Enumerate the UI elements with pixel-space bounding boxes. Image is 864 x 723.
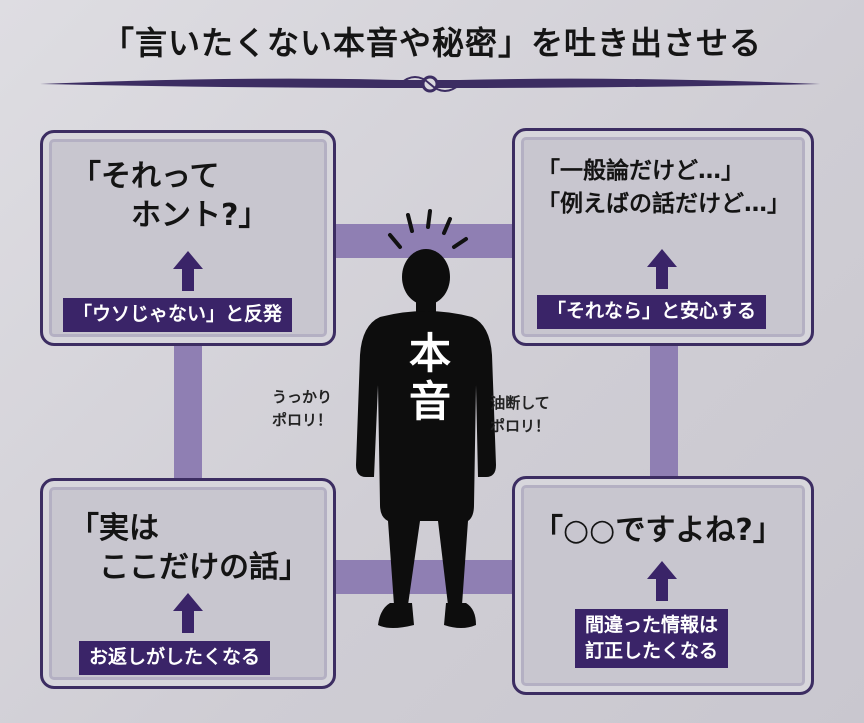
person-silhouette-icon — [356, 209, 496, 628]
connector-right — [650, 330, 678, 490]
quote-text: 「実は ここだけの話」 — [69, 511, 309, 585]
connector-left — [174, 330, 202, 490]
connector-bottom — [300, 560, 530, 594]
reaction-label: 間違った情報は 訂正したくなる — [575, 609, 729, 669]
reaction-label: 「それなら」と安心する — [537, 295, 767, 329]
panel-top-left: 「それって ホント?」 「ウソじゃない」と反発 — [40, 130, 336, 346]
arrow-up-icon — [173, 251, 203, 291]
panel-bottom-right: 「○○ですよね?」 間違った情報は 訂正したくなる — [512, 476, 814, 695]
figure-label: 本 音 — [408, 329, 451, 427]
reaction-label: お返しがしたくなる — [79, 641, 271, 675]
arrow-up-icon — [647, 249, 677, 289]
arrow-up-icon — [647, 561, 677, 601]
arrow-up-icon — [173, 593, 203, 633]
quote-text: 「一般論だけど…」 「例えばの話だけど…」 — [537, 158, 790, 218]
panel-bottom-left: 「実は ここだけの話」 お返しがしたくなる — [40, 478, 336, 689]
quote-text: 「○○ですよね?」 — [533, 513, 783, 548]
quote-text: 「それって ホント?」 — [71, 159, 269, 233]
decorative-rule — [40, 75, 820, 93]
reaction-label: 「ウソじゃない」と反発 — [63, 298, 293, 332]
panel-top-right: 「一般論だけど…」 「例えばの話だけど…」 「それなら」と安心する — [512, 128, 814, 346]
page-title: 「言いたくない本音や秘密」を吐き出させる — [101, 24, 762, 62]
side-note-right: 油断して ポロリ！ — [490, 394, 551, 435]
side-note-left: うっかり ポロリ！ — [272, 388, 333, 429]
